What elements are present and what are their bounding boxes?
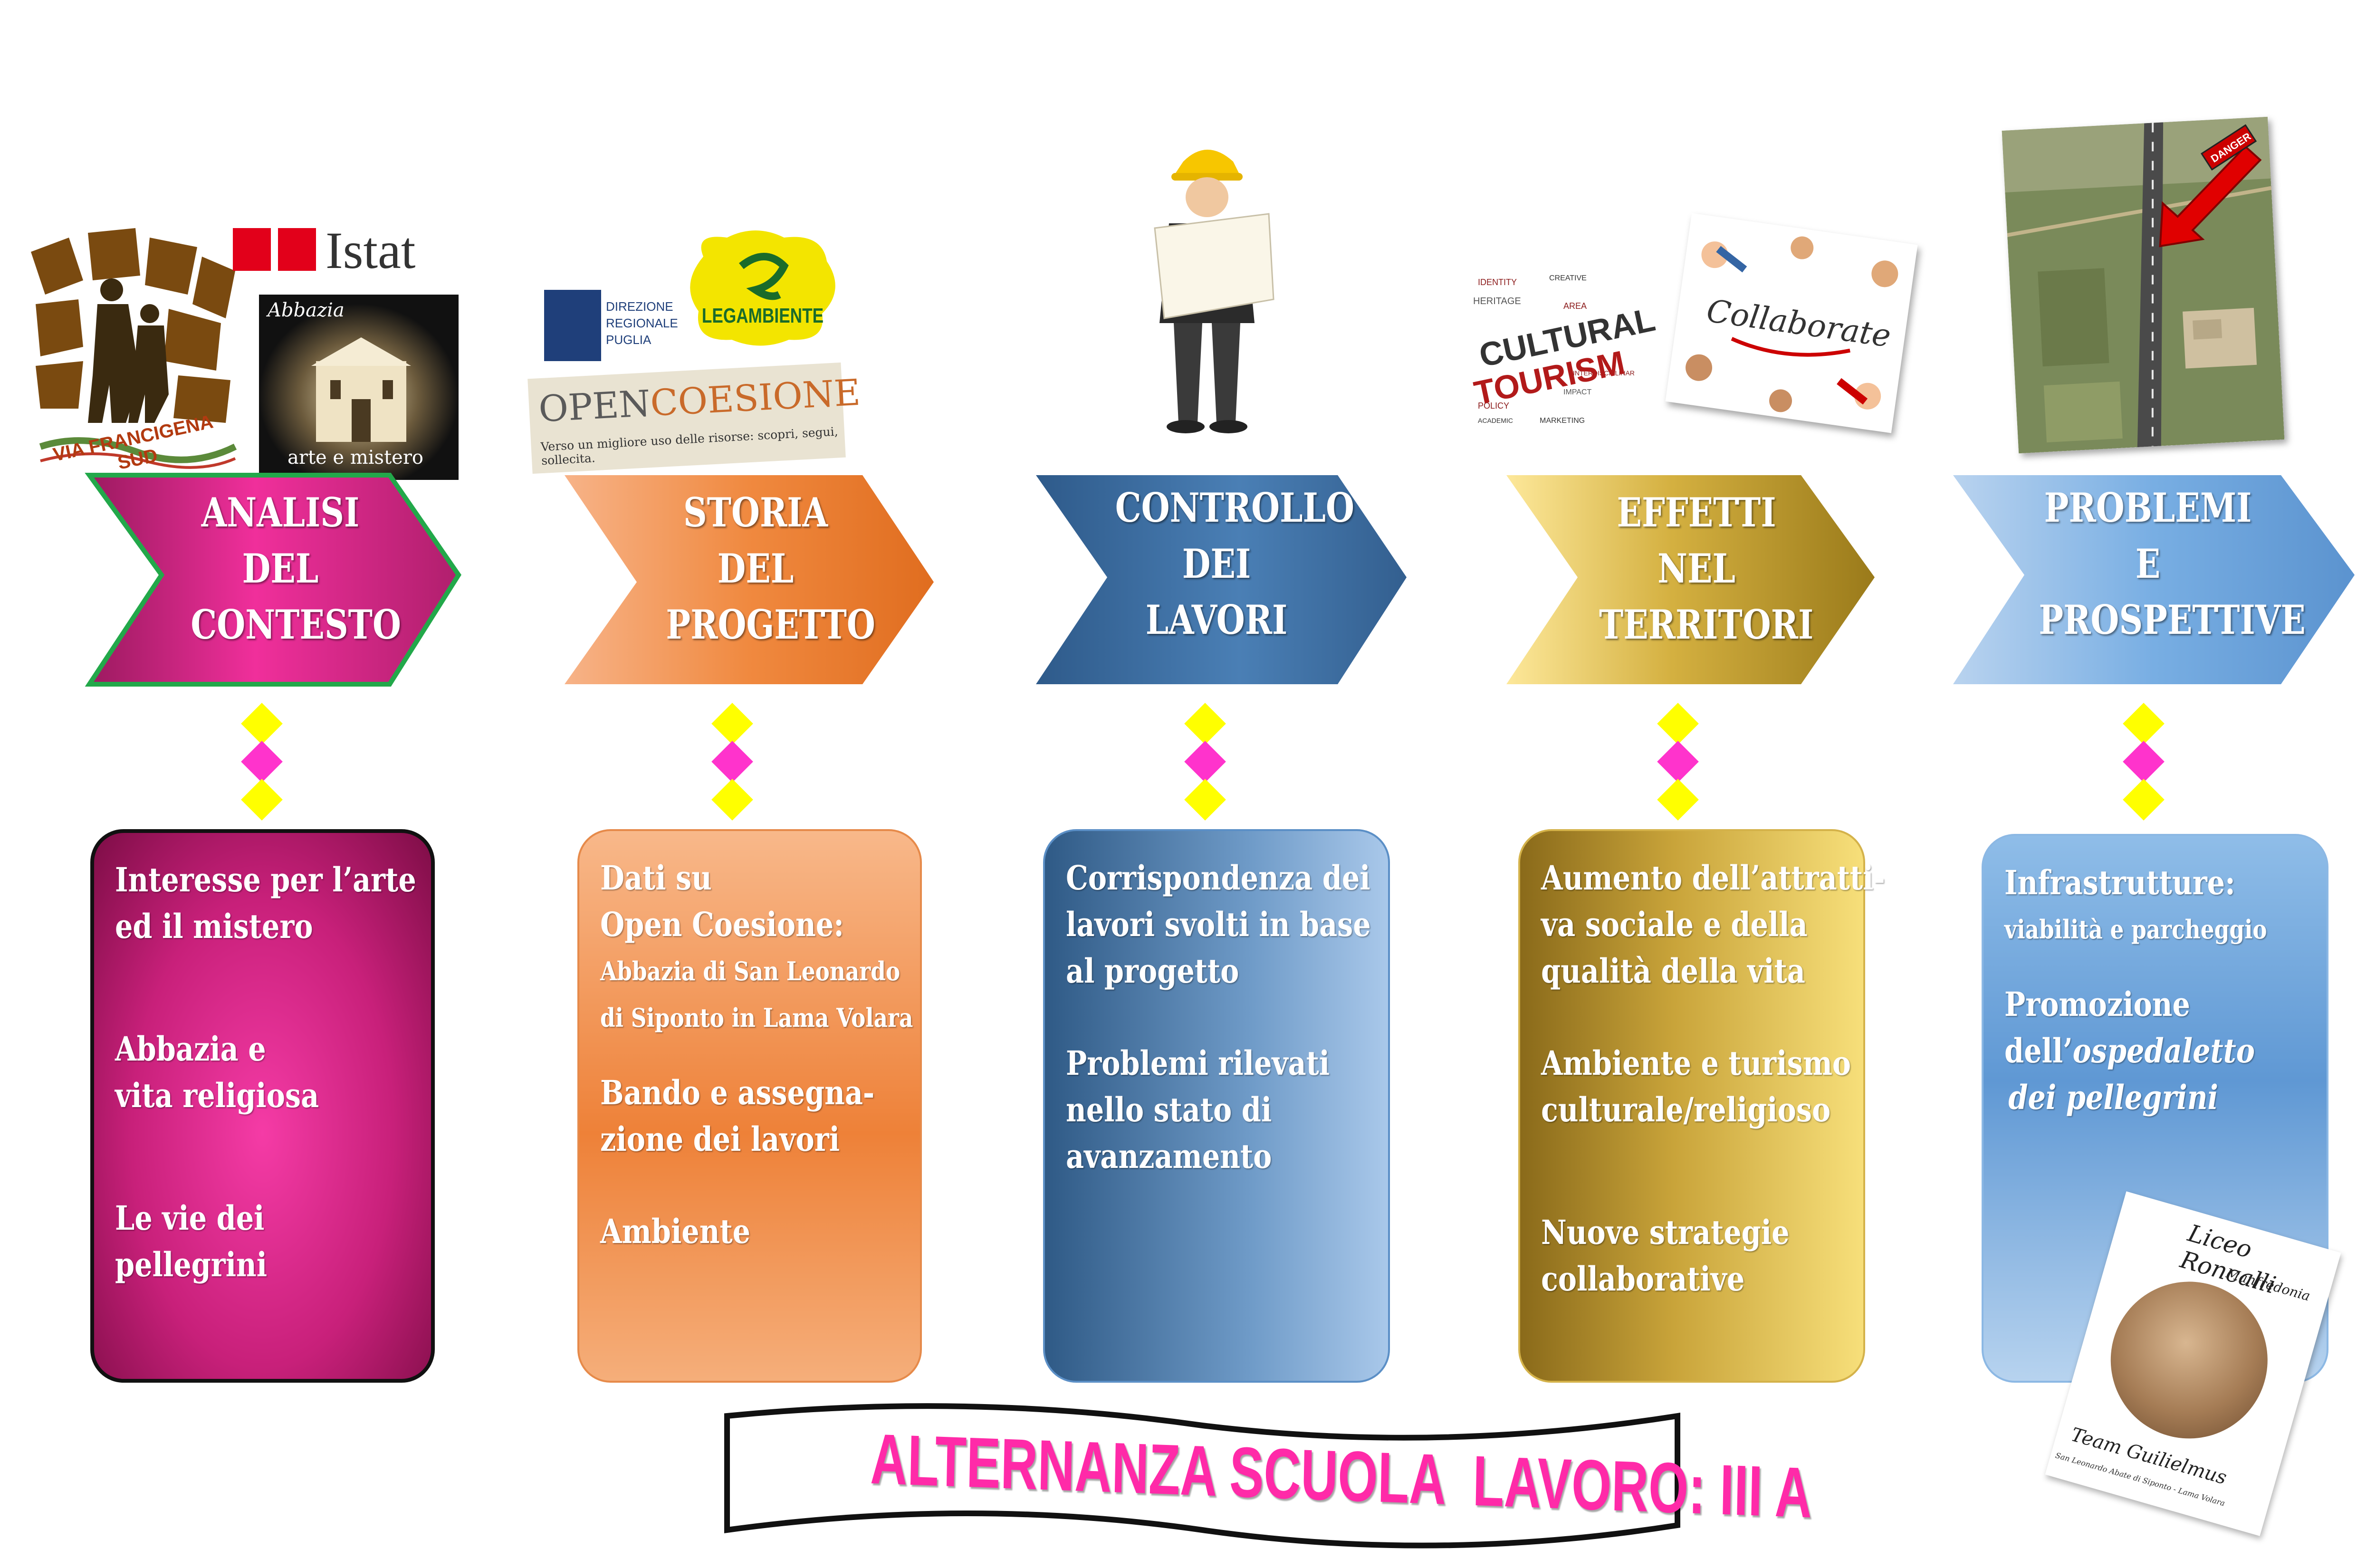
istat-square-icon bbox=[278, 228, 316, 271]
svg-text:CREATIVE: CREATIVE bbox=[1549, 274, 1587, 282]
svg-text:MARKETING: MARKETING bbox=[1540, 417, 1585, 425]
aerial-road-photo: DANGER bbox=[2002, 116, 2285, 454]
mibact-icon bbox=[544, 290, 601, 361]
istat-text: Istat bbox=[326, 221, 416, 279]
direzione-line-3: PUGLIA bbox=[606, 333, 651, 347]
card-storia: Dati su Open Coesione: Abbazia di San Le… bbox=[577, 829, 922, 1383]
diamond-yellow bbox=[241, 779, 283, 821]
diamond-pink bbox=[711, 741, 753, 783]
diamond-pink bbox=[1184, 741, 1226, 783]
cultural-tourism-wordcloud: IDENTITY CREATIVE HERITAGE AREA IMPACT P… bbox=[1468, 266, 1658, 437]
istat-square-icon bbox=[233, 228, 271, 271]
svg-text:ACADEMIC: ACADEMIC bbox=[1478, 417, 1513, 424]
chevron-problemi bbox=[1953, 475, 2355, 684]
chevron-controllo bbox=[1036, 475, 1407, 684]
chevron-storia bbox=[565, 475, 934, 684]
engineer-figure bbox=[1112, 143, 1302, 437]
abbazia-photo: Abbazia arte e mistero bbox=[259, 295, 459, 480]
chevron-effetti bbox=[1506, 475, 1875, 684]
via-francigena-logo: VIA FRANCIGENA SUD bbox=[26, 223, 240, 470]
card-effetti: Aumento dell’attratti- va sociale e dell… bbox=[1518, 829, 1885, 1383]
legambiente-text: LEGAMBIENTE bbox=[701, 304, 824, 327]
chevron-analisi bbox=[85, 473, 461, 687]
direzione-line-1: DIREZIONE bbox=[606, 299, 673, 314]
card-analisi: Interesse per l’arte ed il mistero Abbaz… bbox=[90, 829, 435, 1383]
svg-text:AREA: AREA bbox=[1563, 301, 1587, 311]
diamond-yellow bbox=[1184, 779, 1226, 821]
legambiente-logo: LEGAMBIENTE bbox=[684, 228, 841, 352]
abbazia-title: Abbazia bbox=[268, 299, 345, 321]
direzione-line-2: REGIONALE bbox=[606, 316, 678, 330]
svg-text:POLICY: POLICY bbox=[1478, 401, 1509, 411]
diamond-pink bbox=[241, 741, 283, 783]
diamond-pink bbox=[1657, 741, 1699, 783]
card-controllo: Corrispondenza dei lavori svolti in base… bbox=[1043, 829, 1390, 1383]
svg-text:INTERDISCIPLINARY: INTERDISCIPLINARY bbox=[1573, 369, 1635, 377]
svg-text:IDENTITY: IDENTITY bbox=[1478, 277, 1517, 287]
svg-text:HERITAGE: HERITAGE bbox=[1473, 296, 1521, 306]
diamond-yellow bbox=[711, 779, 753, 821]
direzione-regionale-logo: DIREZIONE REGIONALE PUGLIA bbox=[544, 290, 687, 361]
diamond-yellow bbox=[2123, 779, 2165, 821]
svg-text:IMPACT: IMPACT bbox=[1563, 388, 1591, 396]
collaborate-image: Collaborate bbox=[1665, 213, 1918, 433]
istat-logo: Istat bbox=[233, 221, 451, 280]
banner-frame bbox=[724, 1403, 1680, 1549]
diamond-pink bbox=[2123, 741, 2165, 783]
diamond-yellow bbox=[1657, 779, 1699, 821]
abbazia-caption: arte e mistero bbox=[287, 447, 424, 468]
process-chevrons bbox=[85, 473, 2355, 687]
